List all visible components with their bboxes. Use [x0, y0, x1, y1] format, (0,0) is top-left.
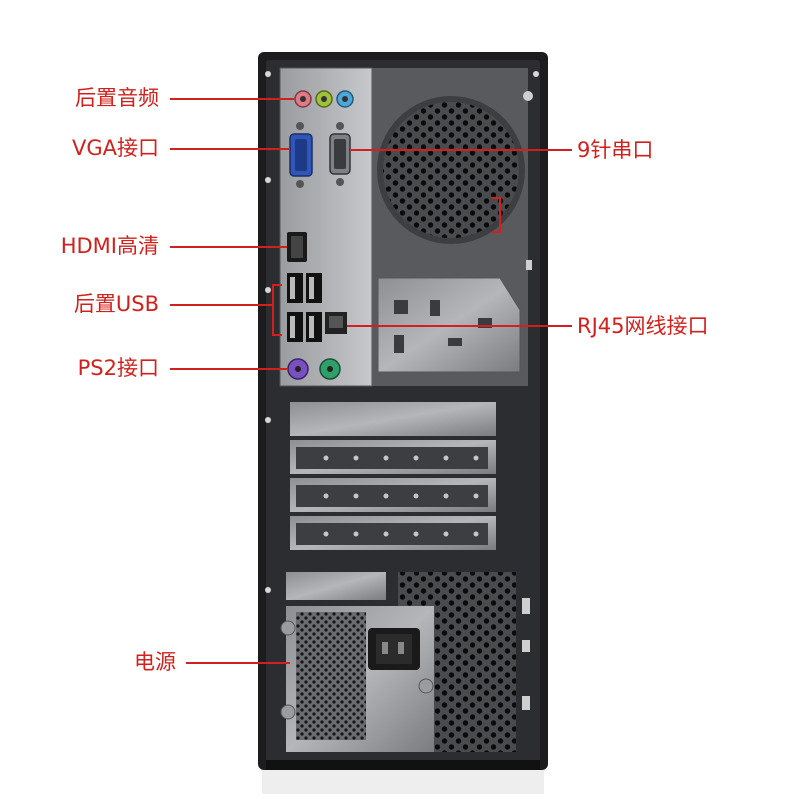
callout-rj45-port: RJ45网线接口 [577, 314, 709, 338]
chassis-screws [265, 71, 539, 593]
ps2-ports [287, 358, 341, 380]
callout-serial-9pin: 9针串口 [577, 138, 654, 162]
side-vents [523, 91, 533, 270]
rj45-connector [325, 312, 347, 334]
expansion-slots [278, 392, 528, 562]
audio-jacks [294, 90, 354, 108]
callout-vga-port: VGA接口 [71, 136, 159, 160]
power-supply [278, 566, 530, 758]
hdmi-connector [287, 232, 307, 262]
leader-rear-audio [170, 98, 294, 100]
callout-power-supply: 电源 [134, 650, 176, 674]
callout-rear-audio: 后置音频 [75, 86, 159, 110]
vga-connector [289, 122, 313, 188]
leader-rj45 [347, 325, 572, 327]
usb-bracket [272, 284, 282, 336]
callout-ps2-port: PS2接口 [77, 356, 159, 380]
callout-rear-usb: 后置USB [73, 292, 159, 316]
leader-ps2 [170, 368, 288, 370]
leader-usb [170, 304, 274, 306]
serial-connector [329, 122, 351, 186]
leader-serial [350, 149, 572, 151]
callout-hdmi: HDMI高清 [60, 234, 159, 258]
rear-panel [372, 68, 528, 386]
leader-power [186, 662, 290, 664]
usb-ports [287, 273, 322, 342]
leader-hdmi [170, 246, 287, 248]
red-bracket-mark [492, 197, 501, 233]
leader-vga [170, 148, 290, 150]
